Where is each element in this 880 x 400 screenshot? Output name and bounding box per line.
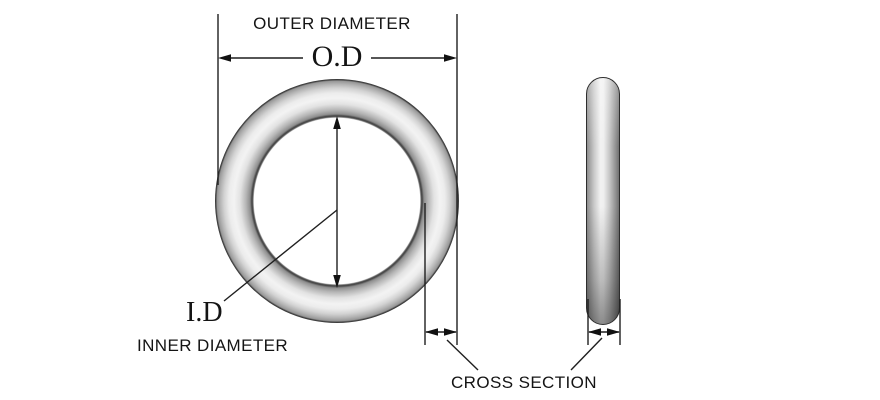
od-dimension: [217, 14, 458, 345]
oring-side-view: [586, 77, 620, 325]
inner-diameter-label: INNER DIAMETER: [137, 336, 289, 355]
arrowhead-left-icon: [425, 328, 438, 336]
cs-leader-line-right: [570, 337, 603, 371]
outer-diameter-label: OUTER DIAMETER: [253, 14, 411, 33]
cs-leader-line-left: [446, 339, 479, 371]
cross-section-label: CROSS SECTION: [451, 373, 597, 392]
arrowhead-right-icon: [607, 328, 620, 336]
cross-section-dimension-front: [424, 203, 479, 371]
arrowhead-right-icon: [444, 328, 457, 336]
arrowhead-down-icon: [333, 275, 341, 288]
cross-section-dimension-side: [570, 299, 621, 371]
arrowhead-up-icon: [333, 116, 341, 129]
od-label: O.D: [311, 40, 363, 73]
id-label: I.D: [186, 297, 223, 328]
arrowhead-right-icon: [444, 54, 457, 62]
arrowhead-left-icon: [588, 328, 601, 336]
id-leader-line: [223, 209, 338, 302]
id-dimension: [223, 116, 341, 302]
arrowhead-left-icon: [218, 54, 231, 62]
